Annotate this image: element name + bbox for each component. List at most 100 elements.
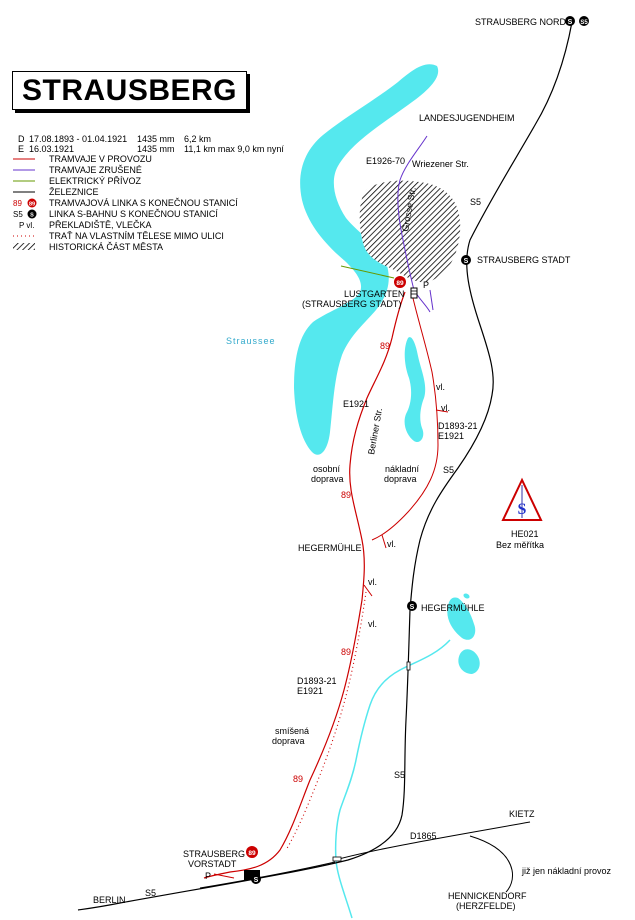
svg-text:S5: S5 <box>580 20 588 26</box>
station-strausberg-nord[interactable]: S S5 <box>565 16 589 26</box>
legend-tram-terminus-icon: 89 89 <box>13 198 37 208</box>
legend-purple-line-icon <box>13 169 35 171</box>
svg-text:89: 89 <box>248 850 256 857</box>
info-2-dates: 16.03.1921 <box>29 144 75 154</box>
legend-sbahn-terminus-icon: S5 S <box>13 209 37 219</box>
label-hegermuhle-station: HEGERMÜHLE <box>421 603 485 613</box>
label-s5-low: S5 <box>394 770 405 780</box>
crossing-marker-1 <box>406 661 411 671</box>
label-freight-only: již jen nákladní provoz <box>521 866 612 876</box>
railway-kietz <box>334 821 531 861</box>
label-he021: HE021 <box>511 529 539 539</box>
legend-badge-s: S <box>30 213 34 219</box>
railway-parallel <box>199 861 336 889</box>
tram-siding-3 <box>363 584 373 597</box>
legend-black-line-icon <box>13 191 35 193</box>
svg-text:S: S <box>254 877 259 884</box>
label-89-b: 89 <box>341 490 351 500</box>
info-line-2: E 16.03.1921 1435 mm 11,1 km max 9,0 km nyn… <box>13 134 284 154</box>
label-p-lustgarten: P <box>423 280 429 290</box>
label-p-vorstadt: P <box>205 871 211 881</box>
title-box: STRAUSBERG <box>12 71 247 110</box>
info-2-length: 11,1 km max 9,0 km nyní <box>184 144 284 154</box>
legend-label: PŘEKLADIŠTĚ, VLEČKA <box>49 220 152 230</box>
legend-prefix: 89 <box>13 199 22 208</box>
label-d1893-b: D1893-21 <box>297 676 337 686</box>
legend-prefix: P vl. <box>19 221 34 230</box>
station-strausberg-vorstadt-rail[interactable]: S <box>244 870 261 884</box>
tram-terminus-lustgarten[interactable]: 89 <box>394 276 406 288</box>
railway-hennickendorf <box>469 835 513 893</box>
label-scale: Bez měřítka <box>496 540 544 550</box>
svg-text:S: S <box>410 604 415 611</box>
label-89-c: 89 <box>341 647 351 657</box>
lake-hegermuhle-2 <box>458 649 480 674</box>
legend-dotted-line-icon <box>13 235 35 237</box>
label-landesjugendheim: LANDESJUGENDHEIM <box>419 113 515 123</box>
legend-label: TRAMVAJE ZRUŠENÉ <box>49 165 142 175</box>
label-s5-top: S5 <box>470 197 481 207</box>
legend-label: ELEKTRICKÝ PŘÍVOZ <box>49 176 142 186</box>
legend-label: LINKA S-BAHNU S KONEČNOU STANICÍ <box>49 209 218 219</box>
label-vl-d: vl. <box>368 577 377 587</box>
info-2-gauge: 1435 mm <box>137 144 175 154</box>
tram-siding-2 <box>381 534 387 549</box>
depot-lustgarten <box>410 287 418 299</box>
label-s5-berlin: S5 <box>145 888 156 898</box>
label-osobni-doprava: doprava <box>311 474 344 484</box>
tram-siding-1 <box>435 409 449 413</box>
stream <box>334 639 451 919</box>
label-berliner-str: Berliner Str. <box>366 407 384 455</box>
legend-label: TRAMVAJE V PROVOZU <box>49 154 152 164</box>
label-straussee: Straussee <box>226 336 276 346</box>
legend-prefix: S5 <box>13 210 23 219</box>
label-e1921-c: E1921 <box>297 686 323 696</box>
info-2-code: E <box>18 144 25 154</box>
tram-siding-vorstadt <box>213 873 235 879</box>
info-1-gauge: 1435 mm <box>137 134 175 144</box>
svg-text:89: 89 <box>396 280 404 287</box>
north-arrow-letter: S <box>518 501 527 518</box>
station-hegermuhle[interactable]: S <box>407 601 417 611</box>
legend-label: ŽELEZNICE <box>49 187 99 197</box>
station-strausberg-stadt[interactable]: S <box>461 255 471 265</box>
tram-freight-branch <box>371 293 439 541</box>
label-smisena: smíšená <box>275 726 309 736</box>
legend-red-line-icon <box>13 158 35 160</box>
closed-tram-spur <box>429 289 434 311</box>
tram-line-89 <box>203 291 406 879</box>
straussee-lake <box>294 64 439 455</box>
label-strausberg-vorstadt: STRAUSBERG <box>183 849 245 859</box>
info-1-length: 6,2 km <box>184 134 212 144</box>
label-vl-a: vl. <box>436 382 445 392</box>
closed-tram-line <box>397 135 431 313</box>
svg-text:S: S <box>464 258 469 265</box>
label-hegermuhle-west: HEGERMÜHLE <box>298 543 362 553</box>
legend-siding-icon: P vl. <box>19 221 34 230</box>
svg-text:S: S <box>568 19 573 26</box>
label-smisena-doprava: doprava <box>272 736 305 746</box>
label-e1921-b: E1921 <box>438 431 464 441</box>
label-herzfelde: (HERZFELDE) <box>456 901 516 911</box>
label-vl-b: vl. <box>441 403 450 413</box>
label-wriezener: Wriezener Str. <box>412 159 469 169</box>
tram-terminus-vorstadt[interactable]: 89 <box>246 846 258 858</box>
label-e1921-a: E1921 <box>343 399 369 409</box>
label-lustgarten: LUSTGARTEN <box>344 289 404 299</box>
label-berlin: BERLIN <box>93 895 126 905</box>
label-strausberg-stadt: STRAUSBERG STADT <box>477 255 571 265</box>
label-d1893-a: D1893-21 <box>438 421 478 431</box>
crossing-marker-2 <box>332 856 342 862</box>
historic-town <box>359 180 461 283</box>
legend-label: HISTORICKÁ ČÁST MĚSTA <box>49 242 164 252</box>
label-nakladni-doprava: doprava <box>384 474 417 484</box>
small-lake-east <box>404 337 426 443</box>
north-arrow-icon: S <box>501 477 543 521</box>
info-1-code: D <box>18 134 25 144</box>
label-s5-mid: S5 <box>443 465 454 475</box>
label-kietz: KIETZ <box>509 809 535 819</box>
map-title: STRAUSBERG <box>21 74 237 107</box>
railway-s5 <box>77 21 573 911</box>
